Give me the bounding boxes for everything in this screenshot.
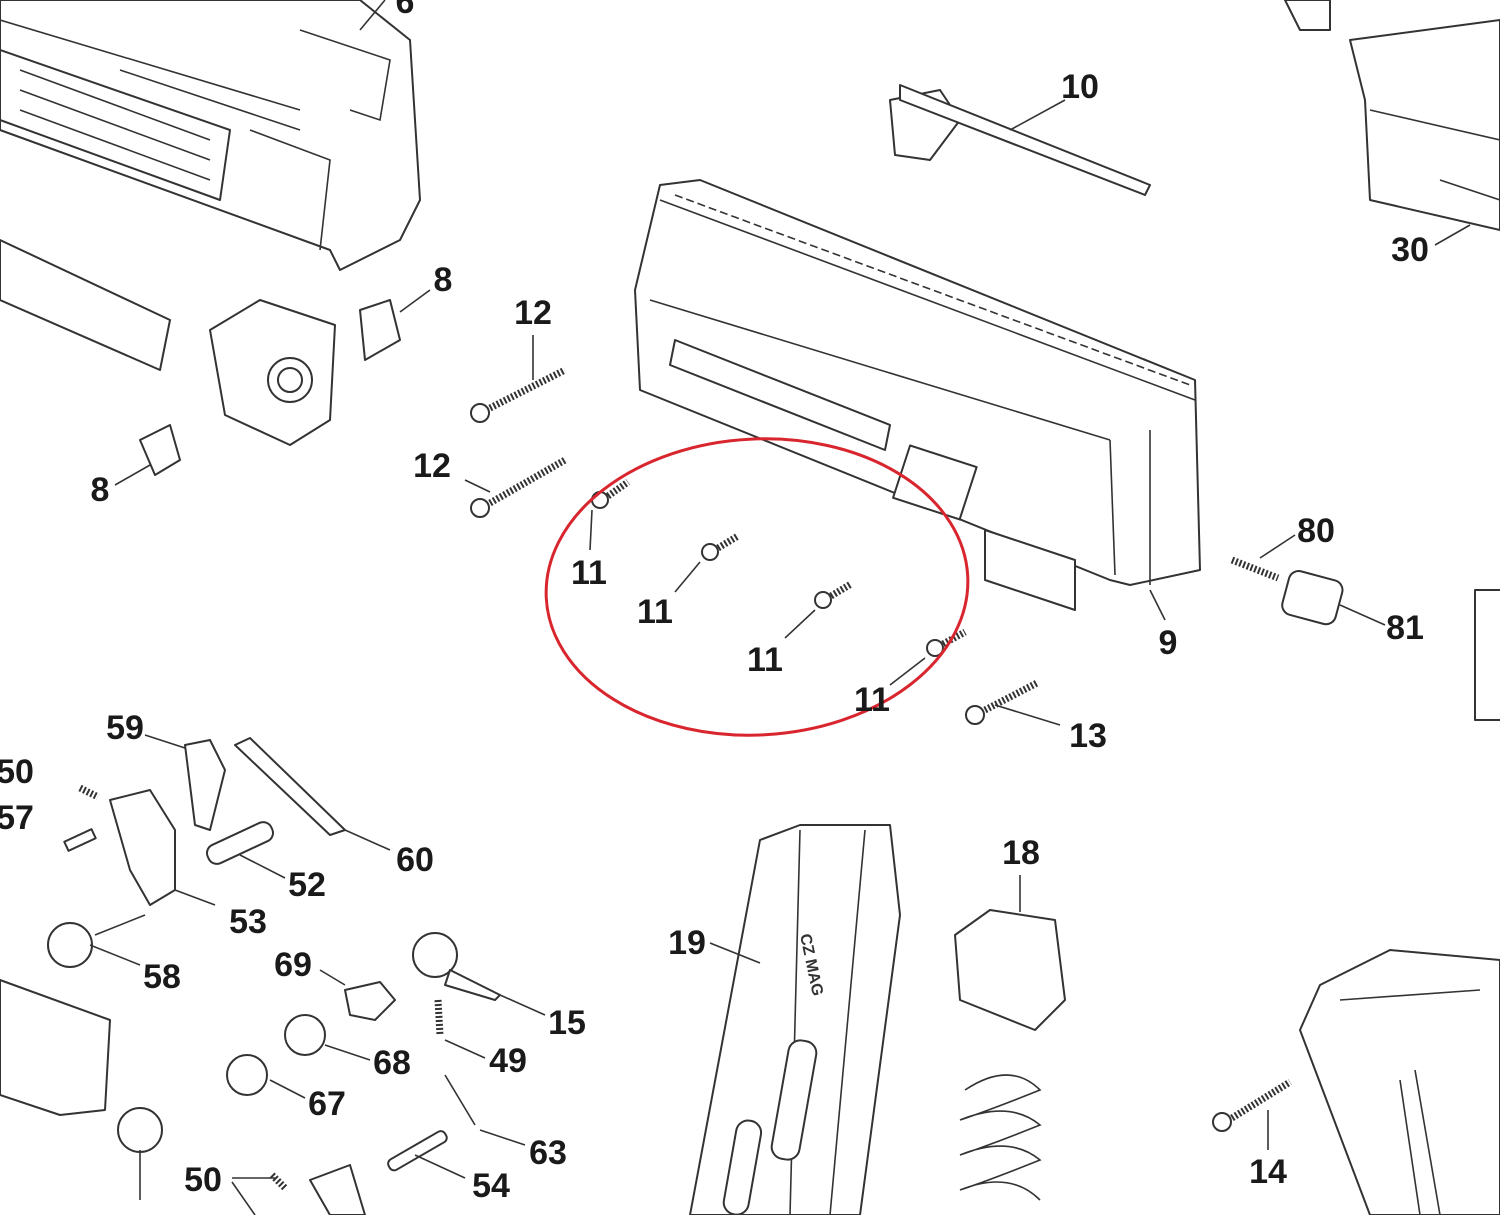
label-10: 10 — [1061, 68, 1099, 106]
label-8: 8 — [433, 261, 453, 299]
label-6: 6 — [395, 0, 415, 21]
spring-part-80 — [1230, 556, 1280, 582]
label-8: 8 — [90, 471, 110, 509]
label-59: 59 — [106, 709, 144, 747]
bolt-assembly-part — [0, 239, 336, 446]
label-80: 80 — [1297, 512, 1335, 550]
label-12: 12 — [413, 447, 451, 485]
part-8-upper — [359, 299, 401, 361]
label-68: 68 — [373, 1044, 411, 1082]
label-11: 11 — [747, 641, 783, 679]
label-15: 15 — [548, 1004, 586, 1042]
label-58: 58 — [143, 958, 181, 996]
charging-handle-part-10 — [889, 84, 1151, 196]
label-50: 50 — [0, 753, 34, 791]
label-60: 60 — [396, 841, 434, 879]
label-53: 53 — [229, 903, 267, 941]
label-19: 19 — [668, 924, 706, 962]
part-18-follower — [954, 875, 1066, 1201]
label-52: 52 — [288, 866, 326, 904]
label-54: 54 — [472, 1167, 510, 1205]
label-69: 69 — [274, 946, 312, 984]
label-63: 63 — [529, 1134, 567, 1172]
trigger-group-parts — [0, 734, 546, 1215]
part-11-screws — [589, 479, 967, 686]
label-12: 12 — [514, 294, 552, 332]
label-13: 13 — [1069, 717, 1107, 755]
grip-part — [1299, 589, 1500, 1215]
label-30: 30 — [1391, 231, 1429, 269]
handguard-part-6 — [0, 0, 421, 271]
label-11: 11 — [637, 593, 673, 631]
label-67: 67 — [308, 1085, 346, 1123]
label-9: 9 — [1158, 624, 1178, 662]
magazine-part-19 — [689, 824, 901, 1215]
part-8-lower — [139, 424, 181, 476]
label-18: 18 — [1002, 834, 1040, 872]
label-57: 57 — [0, 799, 34, 837]
label-50: 50 — [184, 1161, 222, 1199]
label-11: 11 — [854, 681, 890, 719]
part-30 — [1284, 0, 1500, 246]
label-81: 81 — [1386, 609, 1424, 647]
buffer-part-81 — [1281, 570, 1344, 626]
receiver-part-9 — [634, 179, 1201, 621]
screws — [464, 335, 1292, 1150]
highlight-circle — [544, 437, 970, 737]
label-11: 11 — [571, 554, 607, 592]
label-14: 14 — [1249, 1153, 1287, 1191]
label-49: 49 — [489, 1042, 527, 1080]
